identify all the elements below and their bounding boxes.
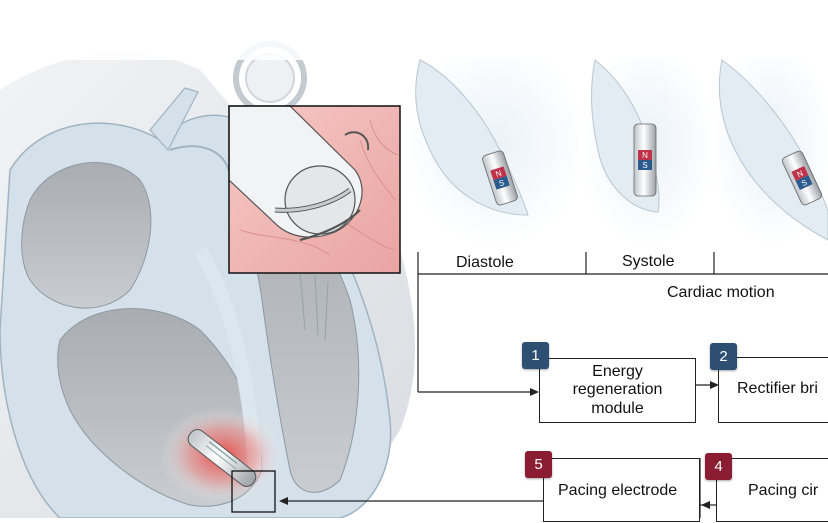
energy-regeneration-box bbox=[539, 358, 696, 423]
timeline-lines bbox=[417, 252, 828, 392]
arrow-heads bbox=[279, 381, 719, 509]
pacing-circuit-label: Pacing cir bbox=[748, 482, 819, 499]
svg-text:S: S bbox=[498, 178, 506, 188]
svg-text:S: S bbox=[642, 161, 647, 170]
step-badge-1: 1 bbox=[522, 342, 549, 369]
energy-label-line-2: regeneration bbox=[572, 381, 663, 399]
svg-text:S: S bbox=[800, 178, 809, 188]
diastole-label: Diastole bbox=[456, 254, 514, 271]
third-phase-panel: N S bbox=[715, 58, 828, 248]
step-badge-2: 2 bbox=[710, 343, 737, 370]
svg-text:N: N bbox=[642, 151, 648, 160]
step-badge-5: 5 bbox=[525, 451, 552, 478]
energy-regeneration-label: Energy regeneration module bbox=[539, 358, 696, 423]
energy-label-line-1: Energy bbox=[592, 362, 643, 380]
svg-text:N: N bbox=[796, 169, 805, 180]
systole-panel: N S bbox=[585, 58, 710, 248]
inset-magnified-view bbox=[228, 105, 401, 274]
device-icon bbox=[187, 429, 257, 487]
step-badge-4: 4 bbox=[705, 453, 732, 480]
pacing-electrode-label: Pacing electrode bbox=[558, 482, 678, 499]
diastole-panel: N S bbox=[410, 58, 580, 248]
systole-label: Systole bbox=[622, 253, 675, 270]
pacing-circuit-box bbox=[716, 458, 828, 522]
device-tip-highlight-box bbox=[231, 470, 276, 513]
energy-label-line-3: module bbox=[591, 399, 644, 417]
svg-text:N: N bbox=[494, 168, 502, 178]
cardiac-motion-label: Cardiac motion bbox=[667, 284, 775, 301]
flow-arrows bbox=[285, 384, 716, 518]
rectifier-label: Rectifier bri bbox=[737, 380, 818, 397]
pacing-electrode-box bbox=[543, 458, 700, 522]
